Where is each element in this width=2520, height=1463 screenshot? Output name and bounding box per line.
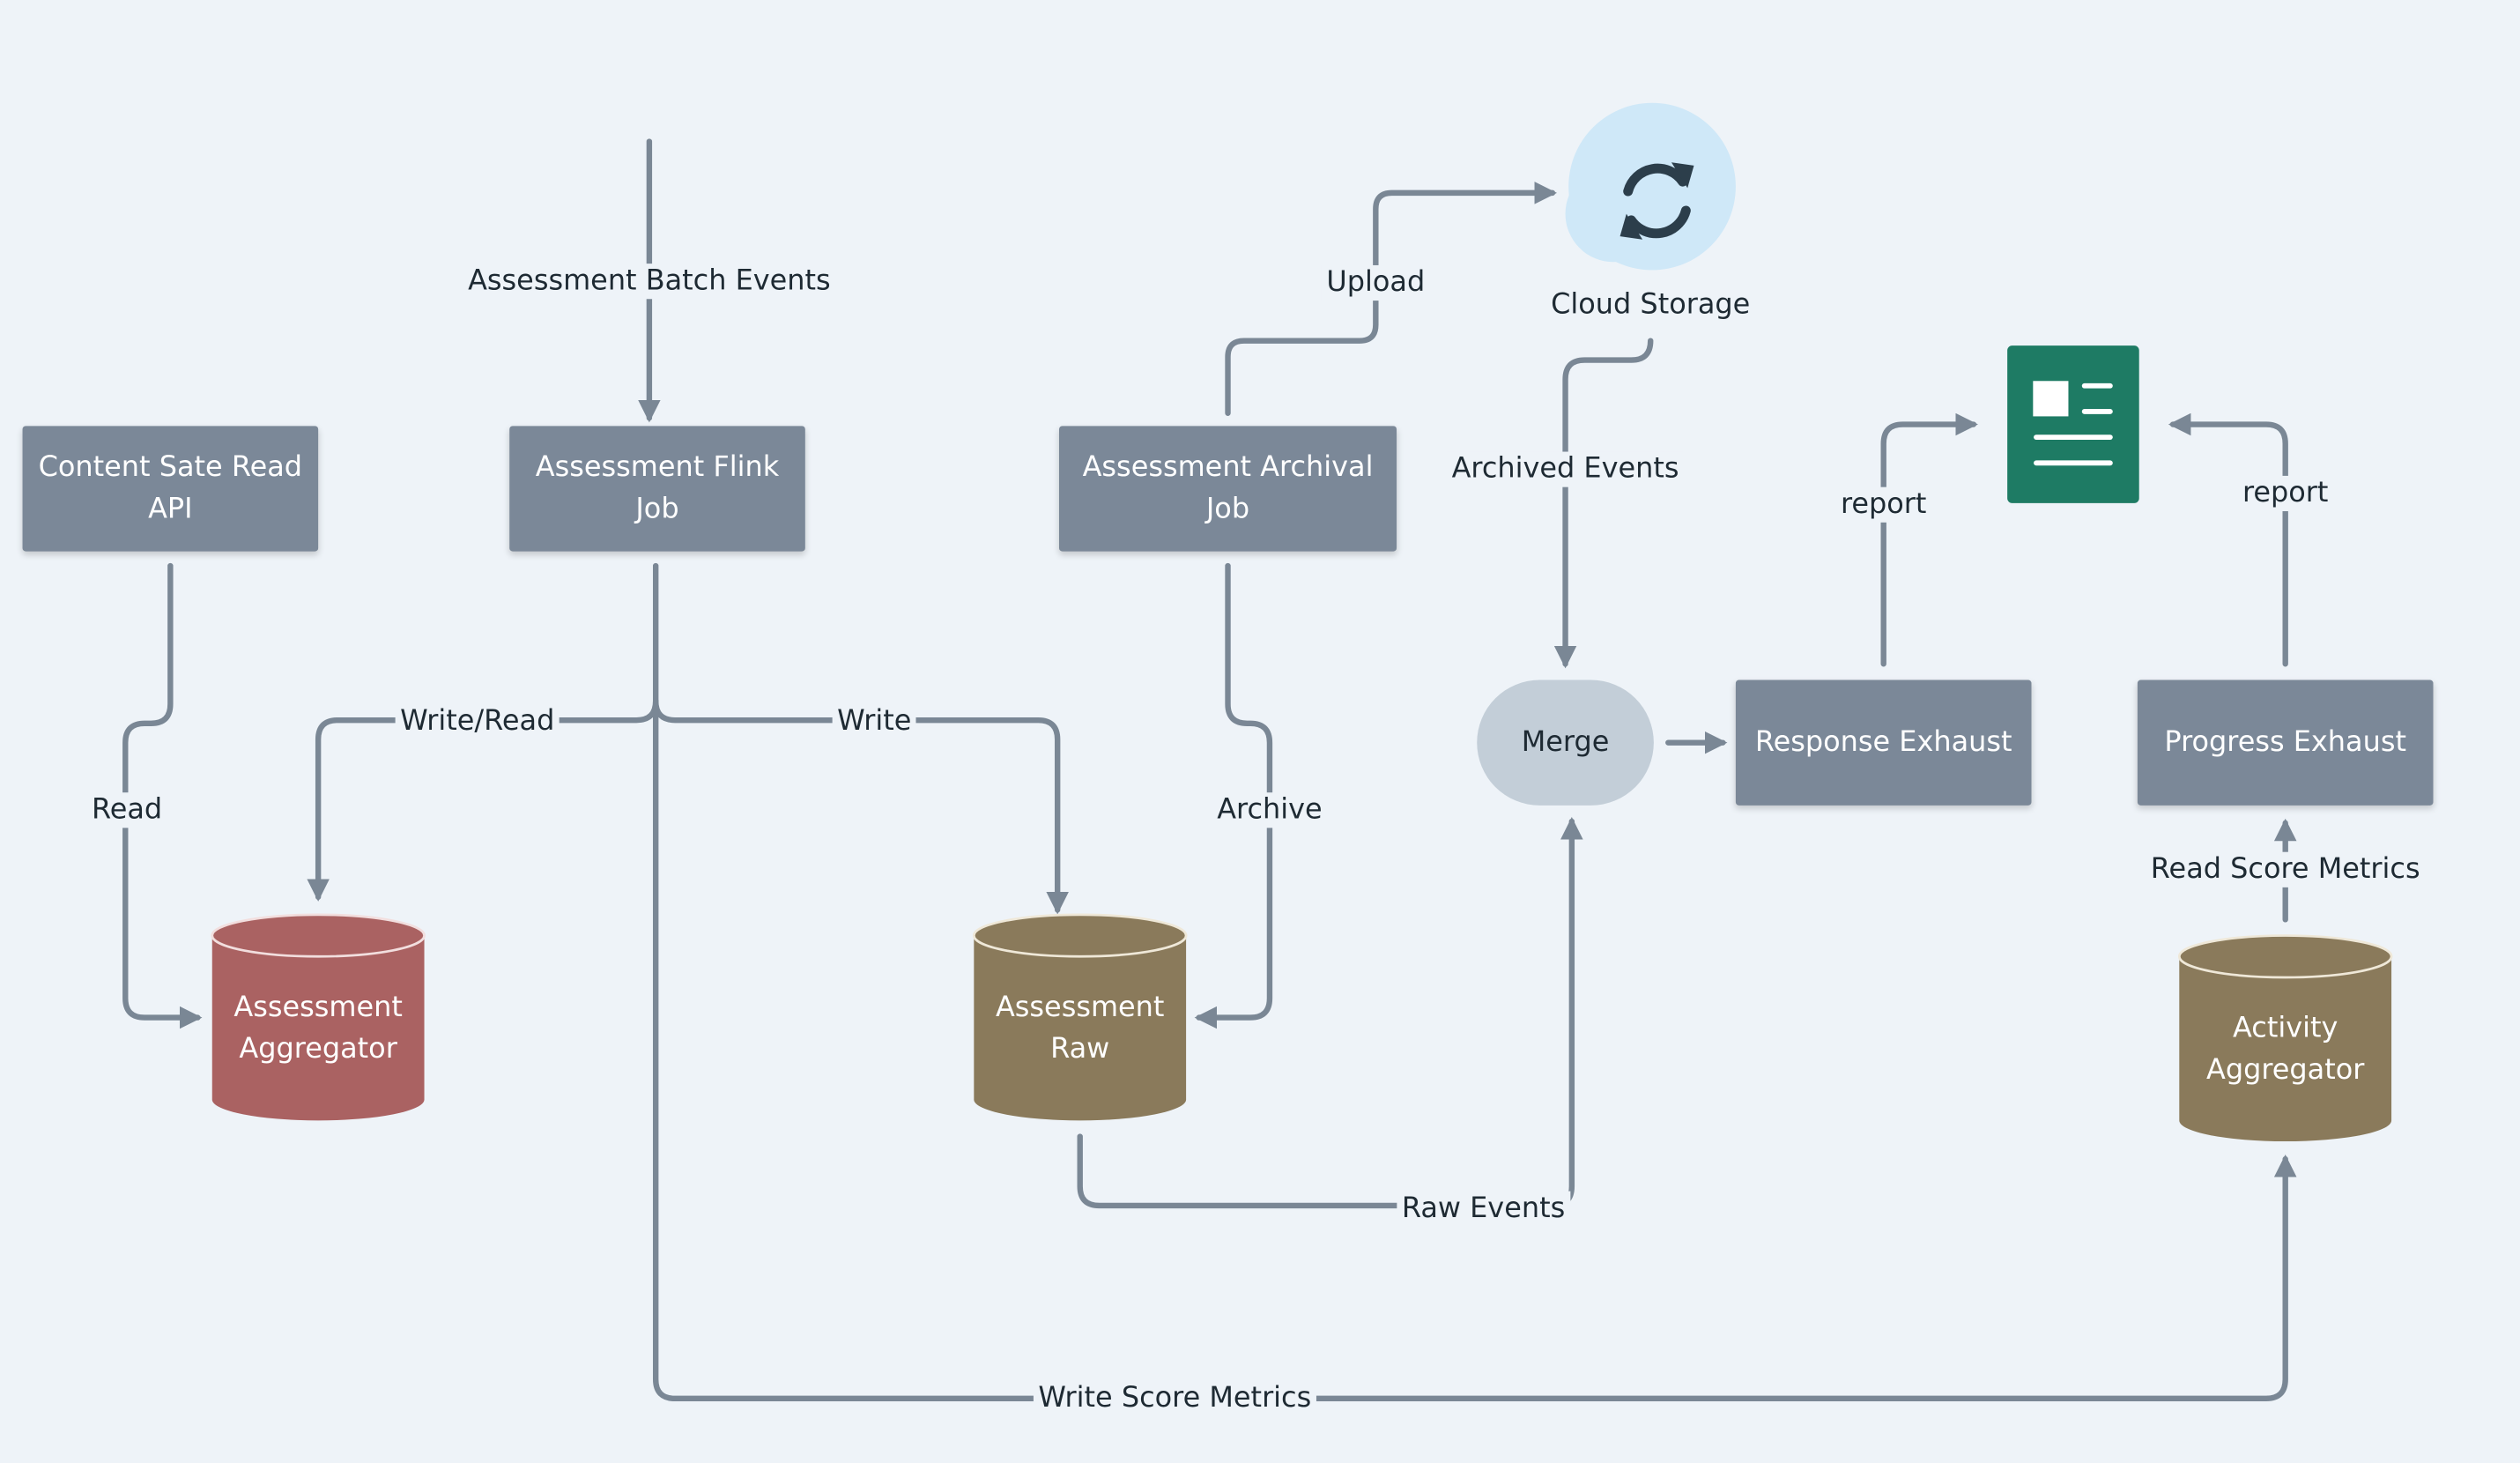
cloud-storage-label: Cloud Storage [1551, 289, 1751, 322]
assessment-aggregator-cylinder [211, 913, 426, 1121]
edge-archive [1194, 562, 1273, 1029]
assessment-aggregator-label: Assessment Aggregator [233, 991, 403, 1066]
progress-exhaust-box[interactable]: Progress Exhaust [2137, 680, 2434, 806]
edge-label-raw-events: Raw Events [1397, 1191, 1570, 1227]
assessment-raw-label: Assessment Raw [995, 991, 1165, 1066]
edge-archived-events [1553, 338, 1654, 669]
cloud-sync-icon [1565, 102, 1736, 271]
assessment-archival-job-box[interactable]: Assessment Archival Job [1059, 426, 1397, 552]
edge-label-upload: Upload [1321, 264, 1430, 301]
assessment-flink-job-box[interactable]: Assessment Flink Job [509, 426, 805, 552]
edge-raw-events [1077, 816, 1583, 1209]
edge-label-archived-events: Archived Events [1447, 451, 1684, 487]
edge-label-report-response: report [1835, 486, 1931, 523]
edge-label-write-score-metrics: Write Score Metrics [1033, 1380, 1316, 1416]
edge-label-report-progress: report [2237, 475, 2333, 512]
activity-aggregator-cylinder [2177, 934, 2393, 1142]
edge-label-write: Write [832, 703, 916, 740]
edge-label-write-read: Write/Read [395, 703, 560, 740]
edge-upload [1225, 182, 1558, 416]
edge-report-response [1880, 412, 1978, 667]
report-document-icon [2007, 345, 2139, 503]
edge-read [122, 562, 203, 1029]
edge-report-progress [2168, 412, 2288, 667]
response-exhaust-box[interactable]: Response Exhaust [1735, 680, 2032, 806]
edge-write-score-metrics [652, 698, 2297, 1402]
activity-aggregator-label: Activity Aggregator [2205, 1013, 2365, 1088]
edge-label-batch-events: Assessment Batch Events [463, 264, 836, 300]
merge-node[interactable]: Merge [1477, 680, 1654, 806]
edge-label-read-score-metrics: Read Score Metrics [2146, 851, 2426, 887]
content-state-read-api-box[interactable]: Content Sate Read API [22, 426, 319, 552]
edge-label-archive: Archive [1212, 792, 1328, 828]
edge-label-read: Read [86, 792, 167, 828]
assessment-raw-cylinder [972, 913, 1188, 1121]
